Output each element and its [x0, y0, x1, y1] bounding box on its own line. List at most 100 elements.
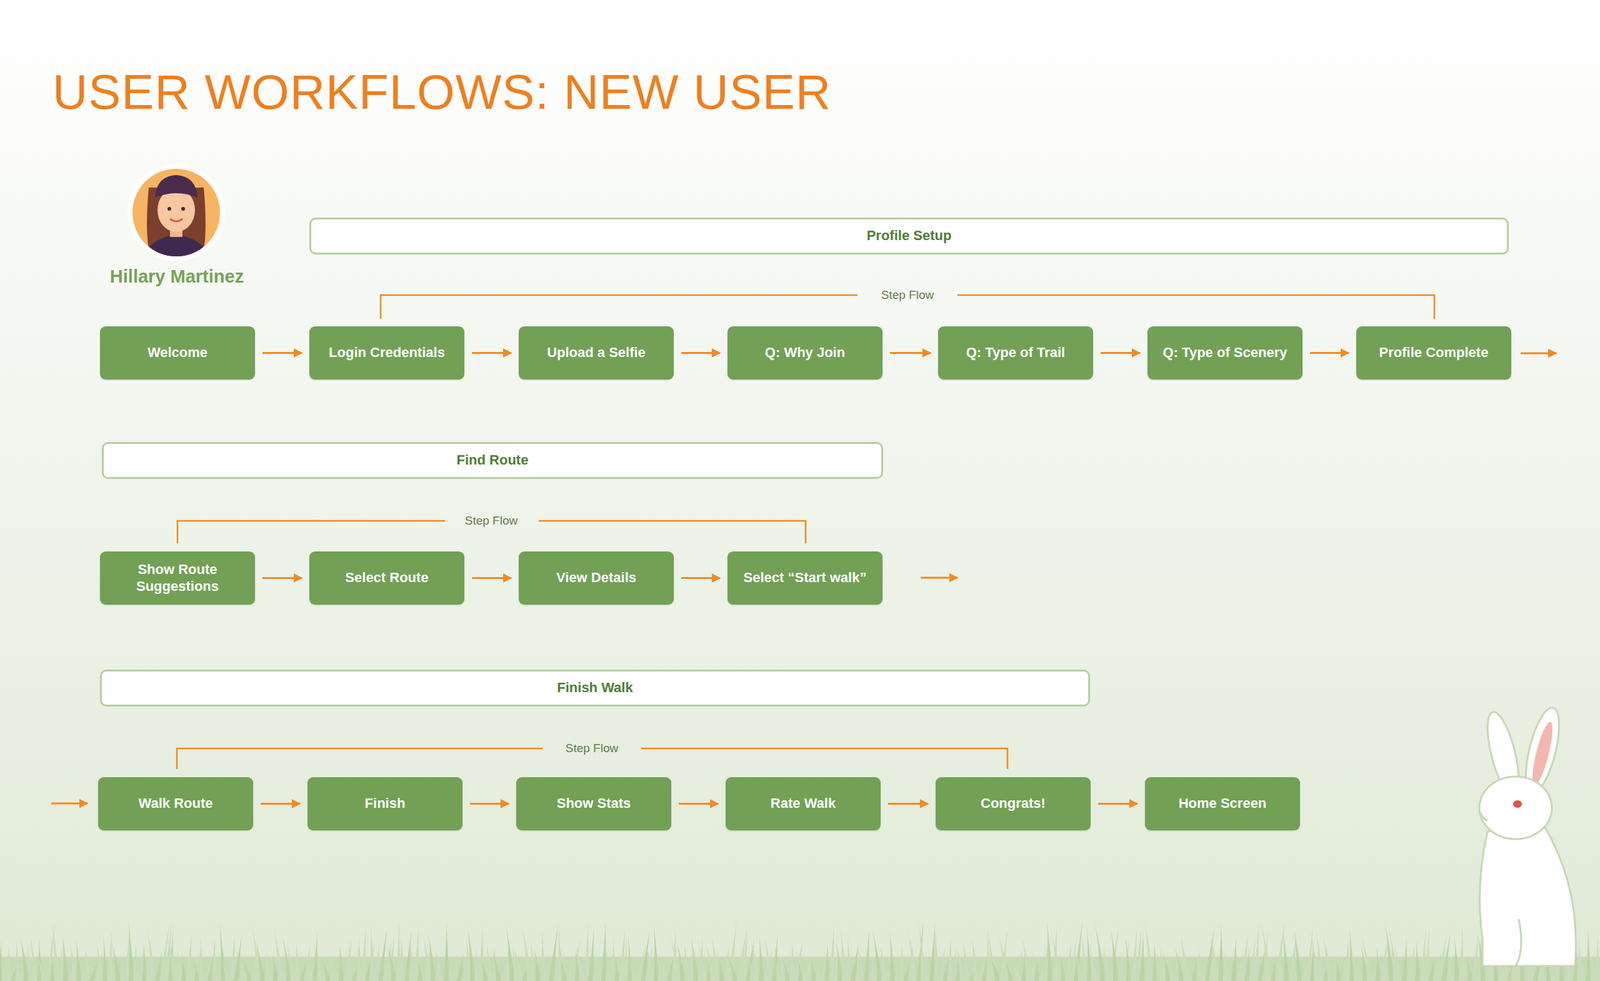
grass-blade	[1191, 957, 1198, 981]
grass-blade	[190, 950, 200, 981]
rabbit-mouth	[1480, 812, 1488, 820]
node-text: Congrats!	[980, 795, 1046, 812]
grass-blade	[676, 941, 686, 981]
grass-blade	[316, 950, 323, 981]
flow-arrow	[1098, 802, 1138, 805]
grass-blade	[19, 933, 30, 981]
grass-blade	[521, 924, 533, 981]
grass-blade	[491, 947, 502, 981]
grass-blade	[61, 932, 69, 981]
grass-blade	[1401, 936, 1408, 981]
flow-arrow	[1310, 351, 1349, 354]
rabbit-head	[1479, 776, 1552, 839]
flow-arrow	[260, 802, 300, 805]
grass-blade	[1223, 958, 1233, 981]
node-text: Q: Type of Trail	[966, 344, 1066, 361]
grass-blade	[1388, 925, 1399, 981]
grass-blade	[898, 942, 905, 981]
avatar-shirt	[142, 235, 210, 263]
grass-blade	[962, 939, 970, 981]
rabbit	[1479, 704, 1576, 966]
grass-blade	[486, 940, 494, 981]
grass-blade	[1293, 926, 1303, 981]
bracket-line	[380, 295, 858, 319]
process-box: Q: Why Join	[727, 326, 883, 380]
grass-blade	[933, 923, 940, 981]
grass-blade	[989, 956, 1001, 981]
grass-blade	[1423, 926, 1430, 981]
grass-blade	[863, 927, 870, 981]
grass-blade	[544, 951, 550, 981]
grass-blade	[369, 923, 375, 981]
grass-blade	[286, 944, 297, 981]
grass-blade	[1218, 921, 1224, 981]
node-text: Profile Setup	[866, 227, 952, 244]
grass-blade	[474, 946, 480, 981]
grass-blade	[697, 940, 708, 981]
persona-name: Hillary Martinez	[108, 265, 246, 289]
rabbit-ear-inner	[1528, 720, 1557, 787]
grass-blade	[321, 958, 332, 981]
grass-blade	[799, 958, 809, 981]
flow-arrow	[681, 576, 720, 579]
grass-blade	[229, 931, 235, 981]
grass-blade	[789, 940, 795, 981]
grass-blade	[221, 960, 231, 981]
flow-arrow	[470, 802, 509, 805]
node-text: Profile Complete	[1379, 344, 1489, 361]
flow-arrow	[471, 576, 512, 579]
node-text: Login Credentials	[328, 344, 445, 361]
grass-blade	[211, 936, 218, 981]
flow-arrow	[681, 351, 720, 354]
process-box: Welcome	[100, 326, 255, 380]
grass-blade	[1361, 936, 1373, 981]
grass-blade	[1471, 933, 1478, 981]
grass-blade	[1260, 918, 1272, 981]
grass-blade	[1321, 932, 1334, 981]
grass-blade	[691, 936, 699, 981]
grass-blade	[1590, 951, 1596, 981]
grass-blade	[559, 958, 568, 981]
grass-blade	[1275, 919, 1286, 981]
grass-blade	[880, 944, 887, 981]
continuation-arrows	[51, 353, 1557, 804]
grass-blade	[1594, 932, 1600, 981]
grass-blade	[1117, 946, 1124, 981]
grass-blade	[513, 945, 524, 981]
grass-blade	[758, 934, 765, 981]
grass-blade	[185, 931, 192, 981]
grass-blade	[373, 940, 380, 981]
grass-blade	[1081, 932, 1089, 981]
process-box: Walk Route	[98, 776, 254, 830]
grass-blade	[146, 929, 157, 981]
grass-blade	[456, 951, 464, 981]
bracket-line	[957, 295, 1435, 319]
grass-blade	[857, 943, 865, 981]
grass-blade	[605, 947, 612, 981]
grass-blade	[540, 930, 546, 981]
avatar-eye	[167, 206, 172, 211]
avatar-mouth	[170, 218, 183, 222]
grass-blade	[1282, 927, 1290, 981]
grass-blade	[85, 946, 91, 981]
step-flow-label: Step Flow	[561, 740, 622, 757]
grass-blade	[929, 922, 935, 981]
grass-blade	[610, 937, 616, 981]
bracket-line	[641, 748, 1008, 769]
grass-blade	[872, 928, 883, 981]
grass-blade	[198, 936, 205, 981]
grass-blade	[1585, 928, 1592, 981]
grass-blade	[683, 940, 690, 981]
grass-blade	[6, 942, 12, 981]
process-box: Q: Type of Trail	[938, 326, 1094, 380]
grass-blade	[811, 956, 817, 981]
grass-blade	[889, 930, 896, 981]
grass-blade	[1108, 925, 1120, 981]
node-text: Finish	[365, 795, 406, 812]
rabbit-body	[1480, 825, 1577, 966]
grass-blade	[241, 958, 253, 981]
grass-blade	[1144, 918, 1154, 981]
grass-blade	[815, 957, 822, 981]
grass-blade	[1428, 957, 1435, 981]
